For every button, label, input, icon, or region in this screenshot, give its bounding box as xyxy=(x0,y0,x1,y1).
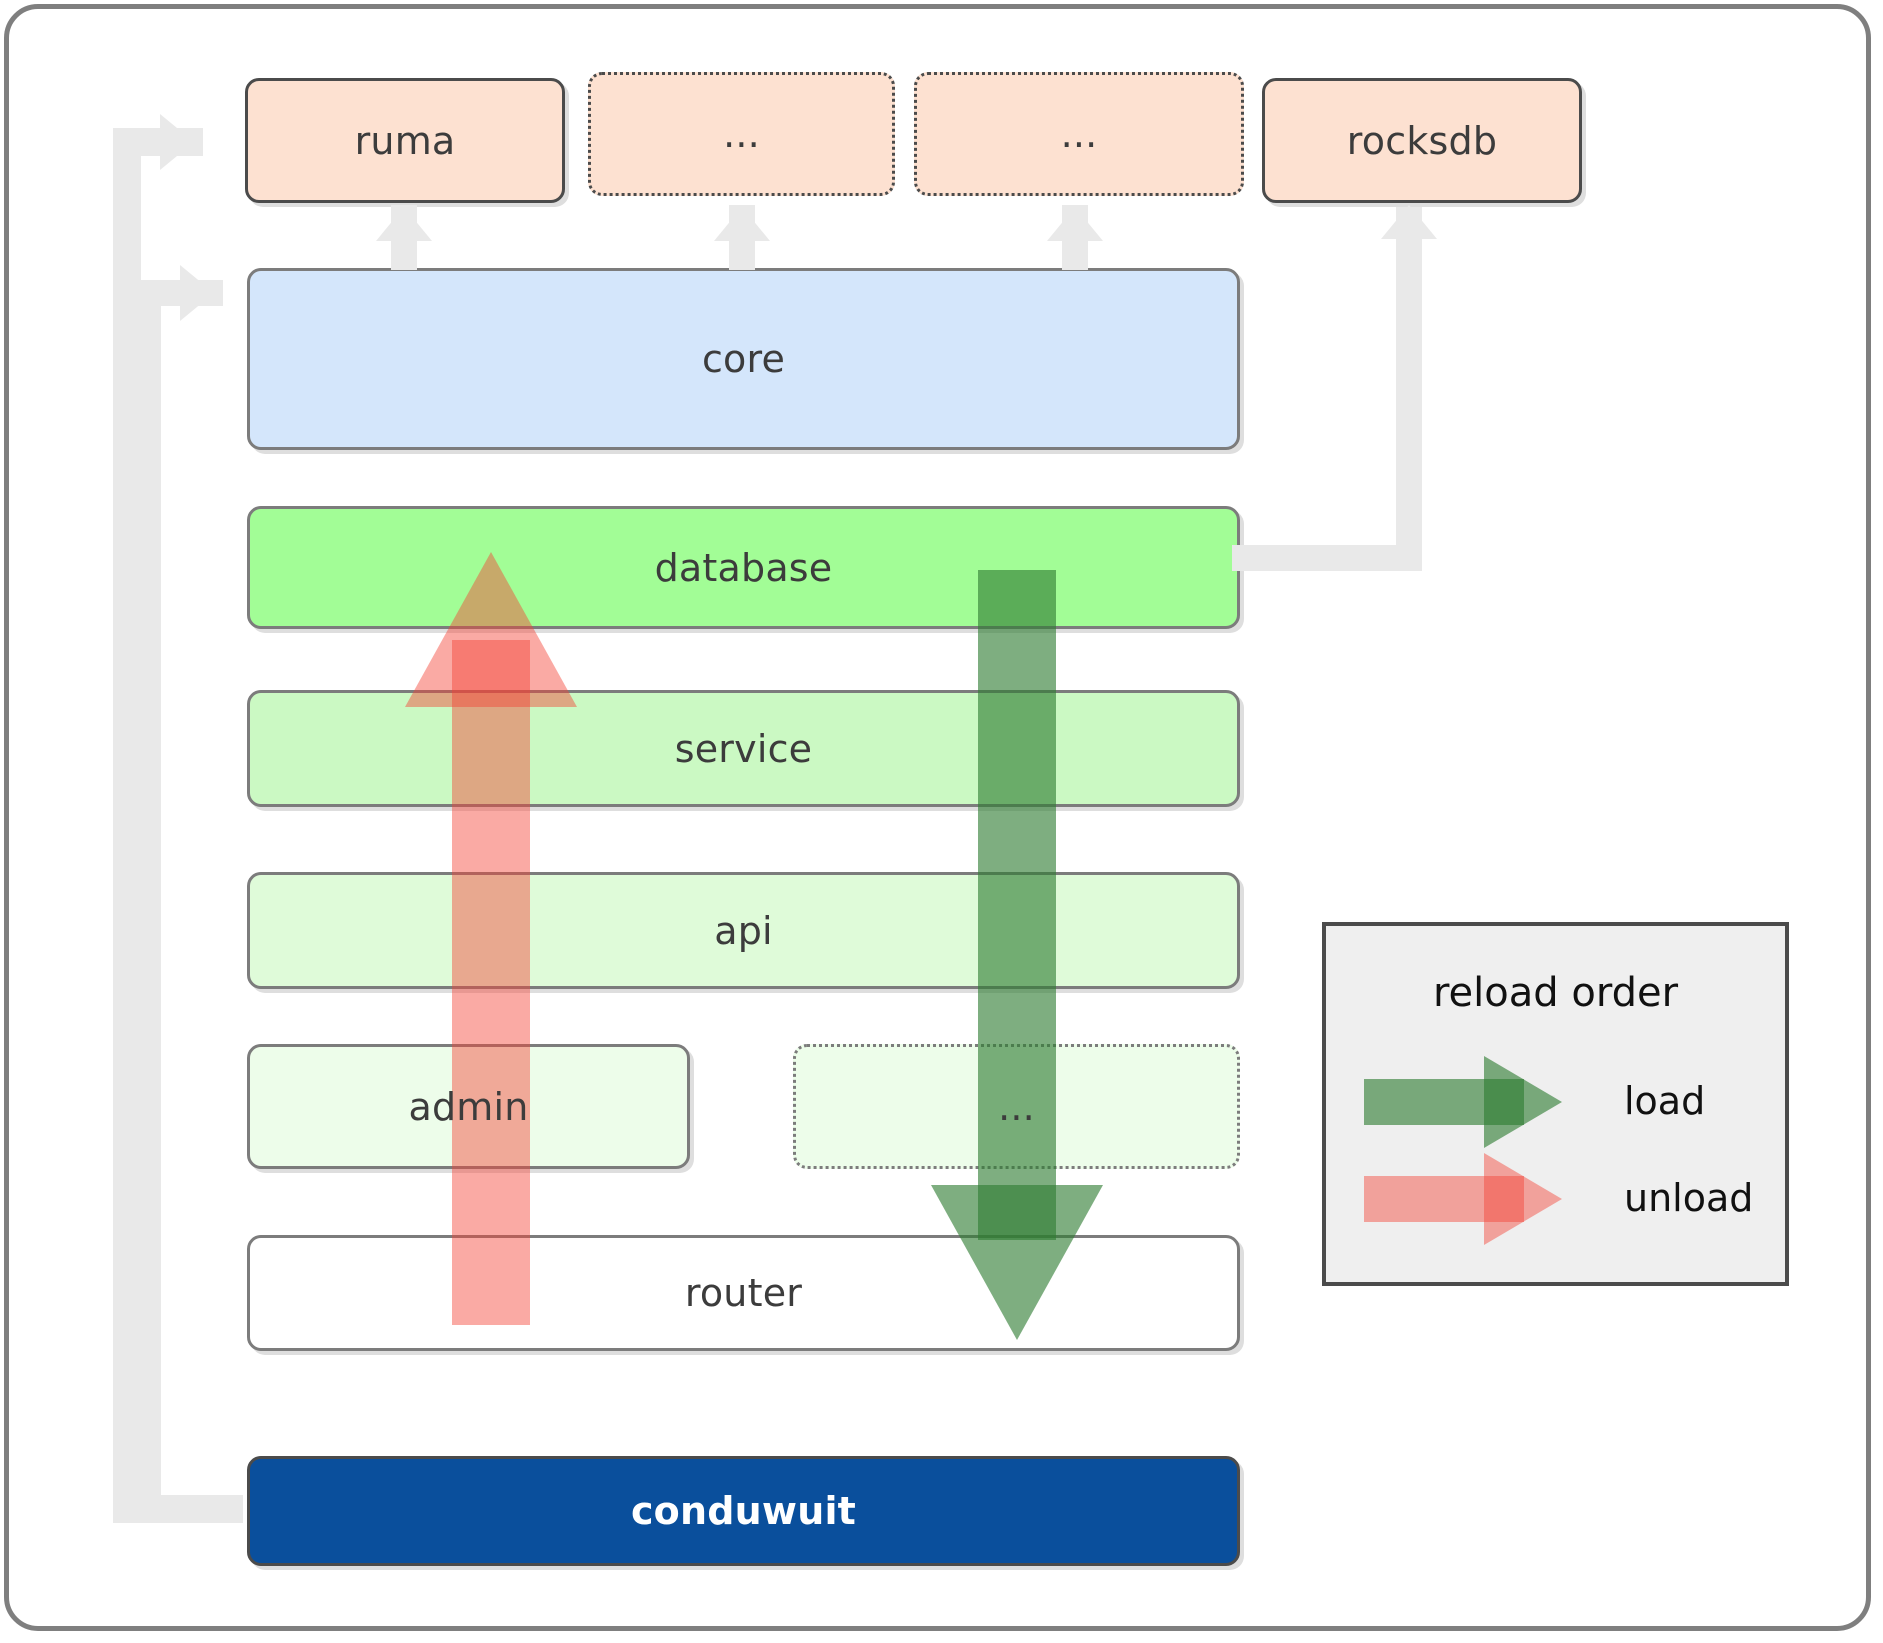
module-label-dots-1: ... xyxy=(723,112,760,156)
module-box-dots-2[interactable]: ... xyxy=(914,72,1244,196)
legend-panel: reload order load unload xyxy=(1322,922,1789,1286)
module-label-rocksdb: rocksdb xyxy=(1346,118,1498,163)
load-arrow-head xyxy=(931,1185,1103,1340)
legend-load-arrow-head xyxy=(1484,1056,1562,1148)
connector-arrow-core-to-ruma xyxy=(376,207,432,241)
legend-unload-label: unload xyxy=(1624,1176,1754,1220)
legend-unload-arrow-head xyxy=(1484,1153,1562,1245)
connector-arrow-database-to-rocksdb xyxy=(1381,205,1437,239)
module-label-service: service xyxy=(674,726,813,771)
connector-arrow-core-to-dots1 xyxy=(714,207,770,241)
load-arrow-shaft xyxy=(978,570,1056,1240)
module-box-conduwuit[interactable]: conduwuit xyxy=(247,1456,1240,1566)
module-box-dots-1[interactable]: ... xyxy=(588,72,895,196)
module-box-database[interactable]: database xyxy=(247,506,1240,629)
module-box-ruma[interactable]: ruma xyxy=(245,78,565,203)
module-label-dots-3: ... xyxy=(998,1084,1035,1129)
module-label-api: api xyxy=(714,908,773,953)
module-label-conduwuit: conduwuit xyxy=(630,1489,857,1533)
module-label-ruma: ruma xyxy=(354,118,456,163)
module-label-core: core xyxy=(701,337,786,381)
diagram-frame xyxy=(4,4,1871,1631)
module-box-rocksdb[interactable]: rocksdb xyxy=(1262,78,1582,203)
module-label-admin: admin xyxy=(408,1084,529,1129)
connector-database-to-rocksdb-horizontal xyxy=(1232,545,1422,571)
legend-unload-arrow-shaft xyxy=(1364,1176,1524,1222)
module-box-admin[interactable]: admin xyxy=(247,1044,690,1169)
connector-conduwuit-to-core-vertical xyxy=(135,280,161,1523)
connector-conduwuit-to-ruma-bottom xyxy=(113,1495,243,1523)
connector-arrow-to-core xyxy=(180,265,214,321)
module-label-dots-2: ... xyxy=(1060,112,1098,156)
legend-load-label: load xyxy=(1624,1079,1706,1123)
module-box-api[interactable]: api xyxy=(247,872,1240,989)
module-label-database: database xyxy=(654,545,833,590)
module-box-service[interactable]: service xyxy=(247,690,1240,807)
legend-title: reload order xyxy=(1432,970,1679,1016)
module-label-router: router xyxy=(684,1271,803,1315)
unload-arrow-shaft xyxy=(452,640,530,1325)
unload-arrow-head xyxy=(405,552,577,707)
module-box-core[interactable]: core xyxy=(247,268,1240,450)
connector-arrow-core-to-dots2 xyxy=(1047,207,1103,241)
connector-arrow-to-ruma xyxy=(160,114,194,170)
connector-database-to-rocksdb-vertical xyxy=(1396,207,1422,571)
